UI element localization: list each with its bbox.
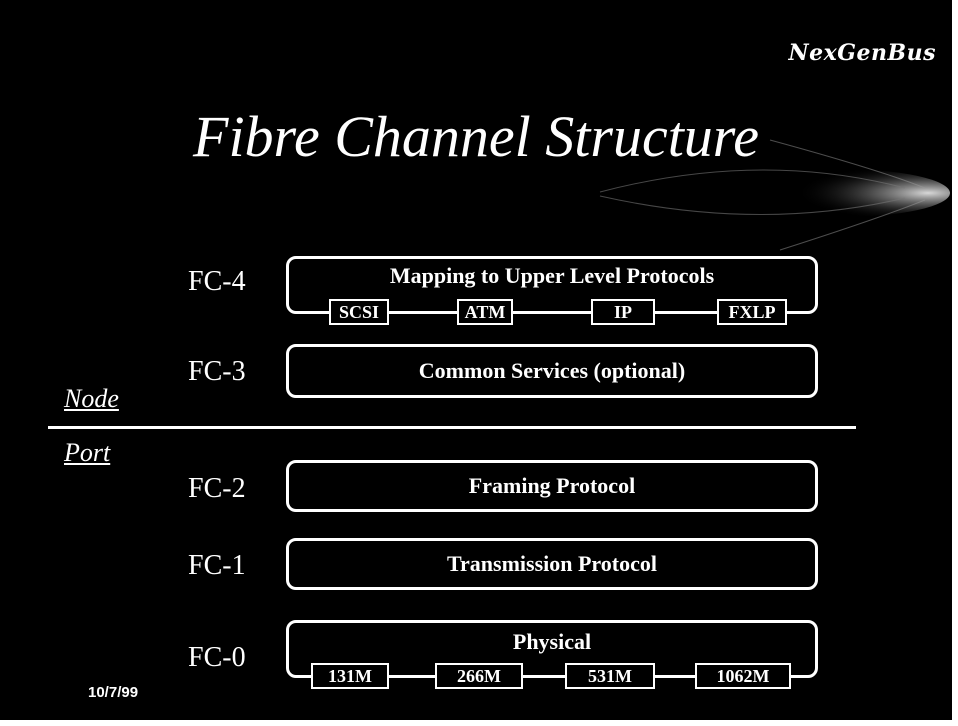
port-label: Port [64, 438, 111, 467]
layer-caption: Mapping to Upper Level Protocols [389, 263, 715, 288]
protocol-chip-fxlp: FXLP [717, 299, 787, 325]
layer-box-fc4: Mapping to Upper Level Protocols SCSI AT… [286, 256, 818, 325]
slide-date: 10/7/99 [88, 684, 139, 701]
layer-caption: Framing Protocol [468, 473, 636, 498]
rate-chip-266m: 266M [435, 663, 523, 689]
comet-decoration [599, 139, 950, 251]
layer-box-fc0: Physical 131M 266M 531M 1062M [286, 620, 818, 689]
layer-label-fc3: FC-3 [188, 356, 246, 387]
protocol-chip-scsi: SCSI [329, 299, 389, 325]
layer-caption: Physical [512, 629, 592, 654]
layer-box-fc3: Common Services (optional) [286, 344, 818, 398]
rate-chip-531m: 531M [565, 663, 655, 689]
rate-chip-131m: 131M [311, 663, 389, 689]
layer-box-fc1: Transmission Protocol [286, 538, 818, 590]
protocol-chip-ip: IP [591, 299, 655, 325]
rate-chip-1062m: 1062M [695, 663, 791, 689]
slide-title: Fibre Channel Structure [193, 104, 759, 169]
node-label: Node [64, 384, 119, 413]
protocol-chip-atm: ATM [457, 299, 513, 325]
layer-label-fc4: FC-4 [188, 266, 246, 297]
layer-box-fc2: Framing Protocol [286, 460, 818, 512]
layer-caption: Transmission Protocol [446, 551, 658, 576]
node-port-divider [48, 426, 856, 429]
layer-label-fc2: FC-2 [188, 473, 246, 504]
brand-logo: NexGenBus [788, 40, 936, 66]
layer-caption: Common Services (optional) [418, 358, 686, 383]
layer-label-fc0: FC-0 [188, 642, 246, 673]
layer-label-fc1: FC-1 [188, 550, 246, 581]
